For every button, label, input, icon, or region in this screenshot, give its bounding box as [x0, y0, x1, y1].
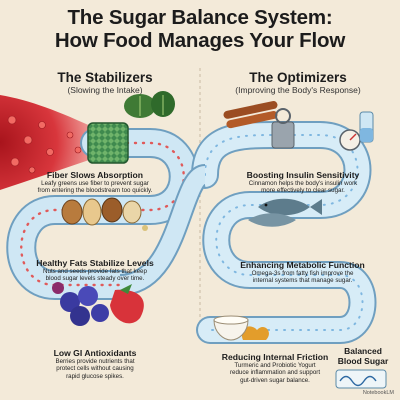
insulin-title: Boosting Insulin Sensitivity — [246, 170, 360, 180]
balanced-blood-sugar-label: Balanced Blood Sugar — [328, 346, 398, 366]
fats-desc-line-2: blood sugar levels steady over time. — [45, 275, 145, 283]
title-line-1: The Sugar Balance System: — [67, 6, 333, 29]
antioxidants-desc-line-2: protect cells without causing — [56, 365, 134, 373]
red-blood-inflow — [0, 95, 95, 190]
insulin-sensitivity-label: Boosting Insulin Sensitivity Cinnamon he… — [228, 170, 378, 195]
turmeric-icon — [241, 326, 269, 340]
berries-icon — [52, 282, 144, 326]
yogurt-icon — [213, 315, 249, 341]
friction-desc-line-2: reduce inflammation and support — [229, 369, 321, 377]
leafy-greens-icon — [124, 91, 175, 118]
fish-icon — [248, 198, 322, 227]
fiber-absorption-label: Fiber Slows Absorption Leafy greens use … — [20, 170, 170, 195]
vial-icon — [359, 111, 374, 143]
result-line-1: Balanced — [344, 346, 382, 356]
cinnamon-icon — [223, 101, 278, 129]
fiber-desc-line-2: from entering the bloodstream too quickl… — [37, 187, 153, 195]
metabolic-function-label: Enhancing Metabolic Function Omega-3s fr… — [225, 260, 380, 285]
insulin-desc-line-1: Cinnamon helps the body's insulin work — [248, 180, 358, 187]
metabolic-desc-line-1: Omega-3s from fatty fish improve the — [251, 270, 354, 277]
insulin-desc-line-2: more effectively to clear sugar. — [261, 187, 345, 195]
watermark: NotebookLM — [362, 390, 394, 396]
fiber-title: Fiber Slows Absorption — [46, 170, 144, 180]
friction-desc-line-1: Turmeric and Probiotic Yogurt — [234, 362, 316, 369]
fats-desc-line-1: Nuts and seeds provide fats that keep — [43, 268, 147, 275]
nuts-icon — [61, 197, 148, 231]
title-line-2: How Food Manages Your Flow — [54, 29, 346, 52]
antioxidants-desc-line-3: rapid glucose spikes. — [66, 372, 124, 380]
metabolic-desc-line-2: internal systems that manage sugar. — [252, 277, 353, 285]
gauge-icon — [339, 129, 361, 151]
friction-title: Reducing Internal Friction — [221, 352, 329, 362]
stabilizers-heading: The Stabilizers — [57, 70, 153, 85]
antioxidants-desc-line-1: Berries provide nutrients that — [55, 358, 135, 365]
metabolic-title: Enhancing Metabolic Function — [240, 260, 365, 270]
fiber-filter-valve — [87, 122, 129, 164]
stabilizers-subheading: (Slowing the Intake) — [67, 85, 143, 95]
antioxidants-label: Low GI Antioxidants Berries provide nutr… — [30, 348, 160, 380]
antioxidants-title: Low GI Antioxidants — [53, 348, 137, 358]
internal-friction-label: Reducing Internal Friction Turmeric and … — [210, 352, 340, 384]
fiber-desc-line-1: Leafy greens use fiber to prevent sugar — [41, 180, 149, 187]
blood-sugar-monitor-icon — [335, 369, 387, 389]
insulin-valve-icon — [271, 108, 295, 149]
blood-cells — [7, 115, 82, 174]
result-line-2: Blood Sugar — [337, 355, 389, 366]
page-title: The Sugar Balance System: How Food Manag… — [0, 6, 400, 52]
optimizers-heading: The Optimizers — [249, 70, 347, 85]
friction-desc-line-3: gut-driven sugar balance. — [240, 376, 310, 384]
fats-title: Healthy Fats Stabilize Levels — [36, 258, 154, 268]
optimizers-subheading: (Improving the Body's Response) — [235, 85, 361, 95]
healthy-fats-label: Healthy Fats Stabilize Levels Nuts and s… — [20, 258, 170, 283]
